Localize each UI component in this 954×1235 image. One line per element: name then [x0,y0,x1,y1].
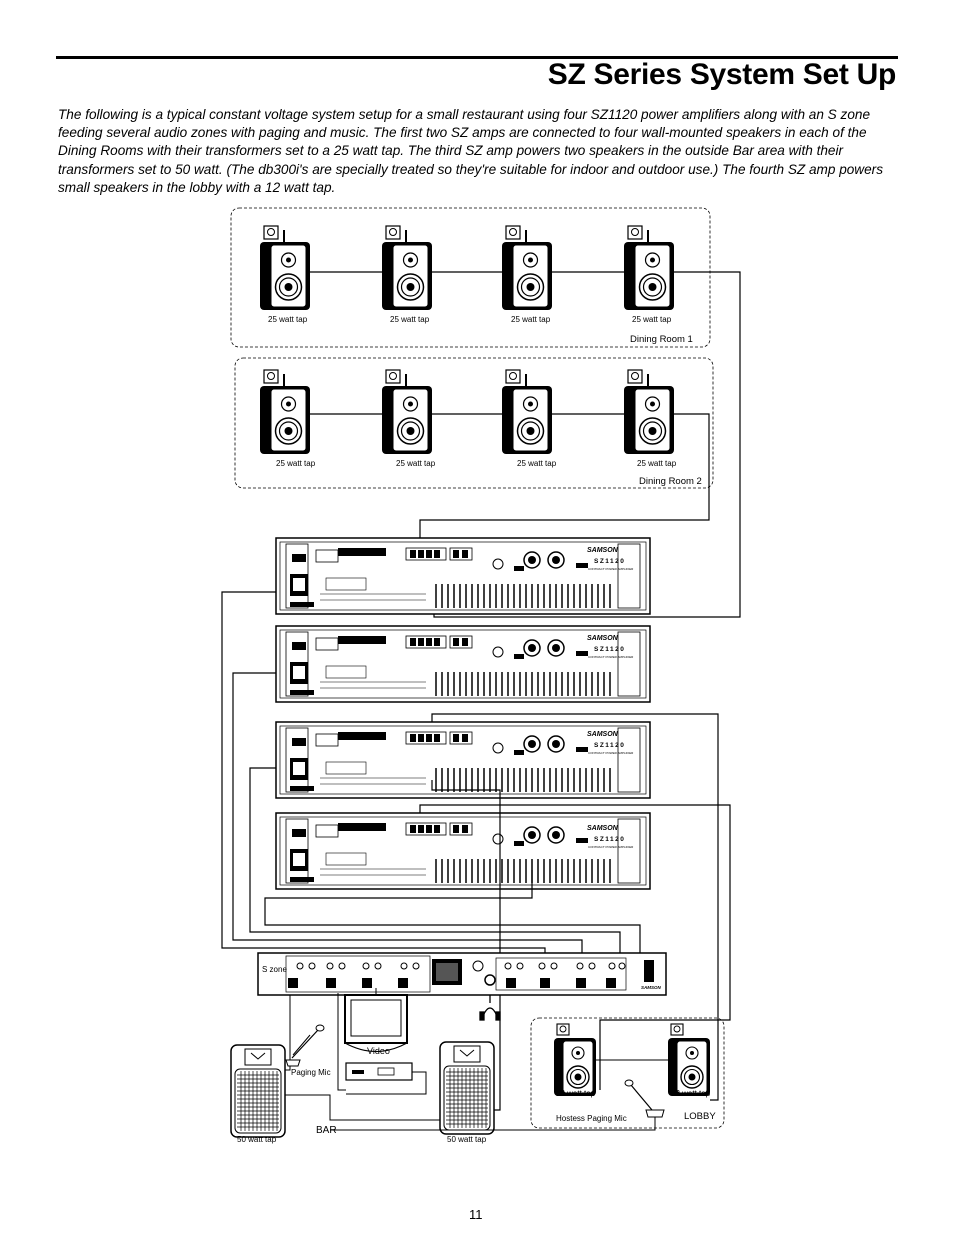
svg-text:SZ1120: SZ1120 [594,742,625,749]
speaker-dr1-2 [381,225,433,311]
speaker-lobby-1 [553,1023,597,1097]
svg-text:CONTRACT POWER AMPLIFIER: CONTRACT POWER AMPLIFIER [588,845,634,849]
zone-label-bar: BAR [316,1125,337,1136]
svg-text:SZ1120: SZ1120 [594,836,625,843]
tap-label: 25 watt tap [396,459,436,468]
zone-label-dining-room-2: Dining Room 2 [639,476,702,487]
amplifier-3: SAMSON SZ1120 CONTRACT POWER AMPLIFIER [275,721,651,799]
tap-label: 50 watt tap [237,1135,277,1144]
page-number: 11 [469,1207,483,1222]
s-zone-mixer: S zone SAMSON [257,952,667,996]
svg-text:SAMSON: SAMSON [587,825,619,832]
tap-label: 12 watt tap [556,1089,596,1098]
hostess-paging-mic-icon [330,1079,665,1131]
hostess-paging-mic-label: Hostess Paging Mic [556,1114,627,1123]
video-player [345,1062,413,1081]
lobby-zone [530,1017,725,1129]
amplifier-2: SAMSON SZ1120 CONTRACT POWER AMPLIFIER [275,625,651,703]
tap-label: 25 watt tap [632,315,672,324]
svg-text:Video: Video [367,1046,390,1056]
speaker-lobby-2 [667,1023,711,1097]
svg-text:CONTRACT POWER AMPLIFIER: CONTRACT POWER AMPLIFIER [588,751,634,755]
paging-mic-label: Paging Mic [291,1068,331,1077]
av-cabling [337,988,427,1095]
svg-text:SAMSON: SAMSON [587,731,619,738]
intro-paragraph: The following is a typical constant volt… [58,107,884,195]
speaker-dr2-4 [623,369,675,455]
svg-text:CONTRACT POWER AMPLIFIER: CONTRACT POWER AMPLIFIER [588,655,634,659]
tap-label: 25 watt tap [511,315,551,324]
svg-text:SAMSON: SAMSON [587,635,619,642]
headphones-icon [479,995,501,1021]
svg-text:SAMSON: SAMSON [587,547,619,554]
tap-label: 25 watt tap [517,459,557,468]
speaker-dr2-2 [381,369,433,455]
zone-label-dining-room-1: Dining Room 1 [630,334,693,345]
tap-label: 25 watt tap [276,459,316,468]
header-rule [56,56,898,59]
speaker-dr1-1 [259,225,311,311]
bar-wiring [285,995,440,1121]
svg-text:CONTRACT POWER AMPLIFIER: CONTRACT POWER AMPLIFIER [588,567,634,571]
dining-room-1-zone [230,207,711,348]
bar-pa-speaker-right [439,1041,495,1135]
tap-label: 25 watt tap [390,315,430,324]
video-monitor: Video [344,994,408,1056]
dining-room-2-wiring [310,413,710,555]
amplifier-1: SAMSON SZ1120 CONTRACT POWER AMPLIFIER [275,537,651,615]
tap-label: 12 watt tap [671,1089,711,1098]
speaker-dr1-4 [623,225,675,311]
tap-label: 50 watt tap [447,1135,487,1144]
speaker-dr2-1 [259,369,311,455]
zone-label-lobby: LOBBY [684,1111,716,1122]
speaker-dr2-3 [501,369,553,455]
speaker-dr1-3 [501,225,553,311]
amplifier-4: SAMSON SZ1120 CONTRACT POWER AMPLIFIER [275,812,651,890]
dining-room-2-zone [234,357,714,489]
svg-text:SZ1120: SZ1120 [594,558,625,565]
amp-cabling [221,591,731,1111]
bar-pa-speaker-left [230,1044,286,1138]
tap-label: 25 watt tap [637,459,677,468]
svg-text:SAMSON: SAMSON [641,985,662,990]
paging-mic-icon [285,1024,325,1067]
svg-text:SZ1120: SZ1120 [594,646,625,653]
svg-text:S zone: S zone [262,965,287,974]
page-title: SZ Series System Set Up [547,58,897,91]
tap-label: 25 watt tap [268,315,308,324]
